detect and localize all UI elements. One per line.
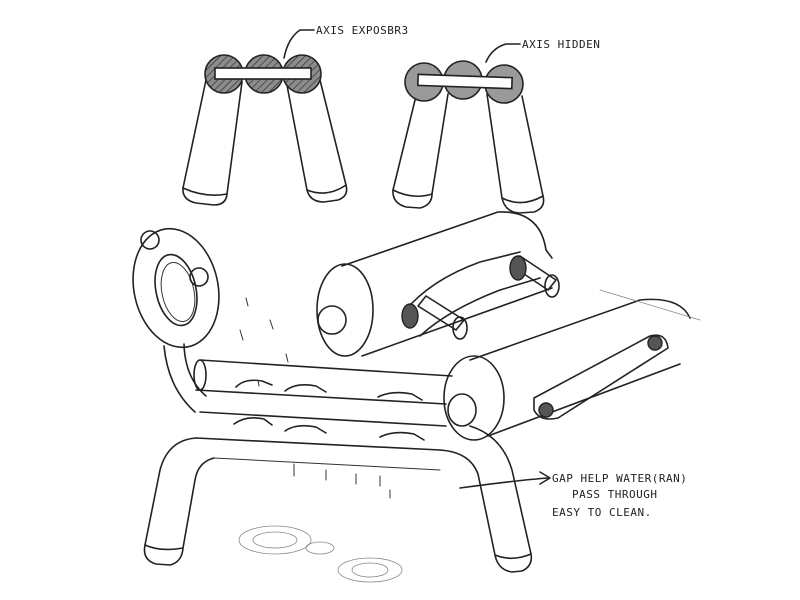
gap-label-line2: PASS THROUGH <box>572 488 657 501</box>
axis-hidden-label: AXIS HIDDEN <box>522 38 600 51</box>
gap-label-line3: EASY TO CLEAN. <box>552 506 652 519</box>
ring-knob <box>140 230 160 250</box>
lower-cylinder-assembly <box>443 289 701 441</box>
ring-bolt <box>189 267 209 287</box>
bench-frame <box>132 227 533 583</box>
axis-exposed-label: AXIS EXPOSBR3 <box>316 24 409 37</box>
gap-leader-arrow <box>459 477 549 489</box>
axis-hidden-detail <box>392 43 545 214</box>
upper-cylinder-assembly <box>316 211 560 357</box>
axis-exposed-leader <box>283 29 315 59</box>
axis-hidden-leader <box>485 43 521 63</box>
cylinder-end-cap <box>316 263 374 357</box>
gap-label-line1: GAP HELP WATER(RAN) <box>552 472 687 485</box>
axis-exposed-detail <box>182 29 348 206</box>
